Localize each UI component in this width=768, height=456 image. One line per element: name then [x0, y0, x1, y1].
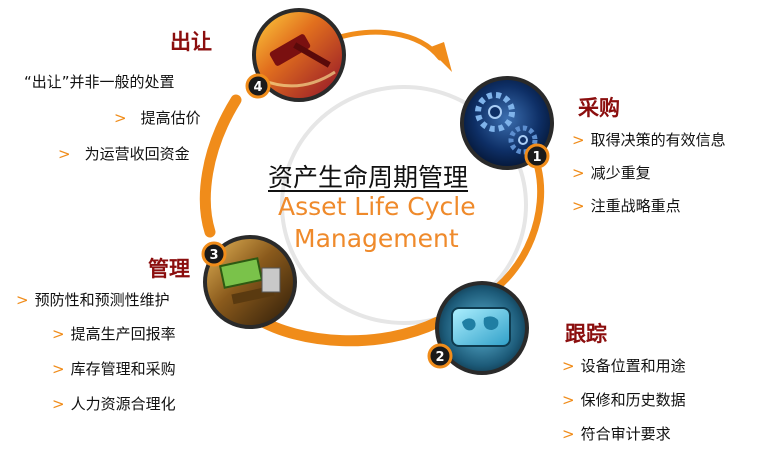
stage-3-item-2-text: 提高生产回报率 [70, 325, 176, 343]
arrow-track-to-manage [250, 312, 444, 347]
stage-2-item-1: > 设备位置和用途 [562, 356, 686, 376]
stage-1-badge: 1 [524, 143, 550, 169]
bullet-glyph: > [52, 395, 65, 413]
arrow-purchase-to-track [476, 164, 545, 304]
bullet-glyph: > [52, 325, 65, 343]
stage-3-badge: 3 [201, 241, 227, 267]
stage-2-item-2: > 保修和历史数据 [562, 390, 686, 410]
bullet-glyph: > [52, 360, 65, 378]
stage-2-item-1-text: 设备位置和用途 [580, 357, 686, 375]
stage-4-badge: 4 [245, 73, 271, 99]
bullet-glyph: > [572, 131, 585, 149]
stage-1-item-2: > 减少重复 [572, 163, 651, 183]
world-map-screen-icon [435, 281, 529, 375]
stage-1-item-1: > 取得决策的有效信息 [572, 130, 726, 150]
stage-3-item-1-text: 预防性和预测性维护 [34, 291, 170, 309]
stage-2-item-3: > 符合审计要求 [562, 424, 671, 444]
bullet-glyph: > [562, 425, 575, 443]
stage-3-item-2: > 提高生产回报率 [52, 324, 176, 344]
stage-1-title: 采购 [578, 96, 620, 120]
bullet-glyph: > [572, 197, 585, 215]
bullet-glyph: > [16, 291, 29, 309]
arrow-head-top [428, 42, 452, 72]
stage-1-item-3: > 注重战略重点 [572, 196, 681, 216]
gavel-icon [252, 8, 346, 102]
stage-4-item-1: “出让”并非一般的处置 [24, 72, 175, 92]
stage-4-item-3: > 为运营收回资金 [58, 144, 190, 164]
inner-ring [280, 85, 528, 325]
arrow-manage-to-dispose [199, 94, 242, 238]
stage-2-item-2-text: 保修和历史数据 [580, 391, 686, 409]
stage-1-item-3-text: 注重战略重点 [590, 197, 681, 215]
stage-4-item-1-text: “出让”并非一般的处置 [24, 73, 175, 91]
bullet-glyph: > [114, 109, 127, 127]
bullet-glyph: > [572, 164, 585, 182]
stage-3-item-4-text: 人力资源合理化 [70, 395, 176, 413]
stage-1-number: 1 [532, 150, 541, 165]
stage-3-item-3-text: 库存管理和采购 [70, 360, 176, 378]
center-title-en-line1: Asset Life Cycle [278, 192, 476, 221]
stage-4-title: 出让 [170, 30, 212, 54]
bullet-glyph: > [562, 391, 575, 409]
stage-2-badge: 2 [427, 343, 453, 369]
stage-2-title: 跟踪 [565, 322, 607, 346]
bullet-glyph: > [58, 145, 71, 163]
stage-3-title: 管理 [148, 257, 190, 281]
stage-4-item-2-text: 提高估价 [140, 109, 201, 127]
machinery-icon [203, 235, 297, 329]
arrow-dispose-to-purchase [327, 29, 443, 61]
bullet-glyph: > [562, 357, 575, 375]
center-title-en-line2: Management [294, 224, 459, 253]
stage-3-item-3: > 库存管理和采购 [52, 359, 176, 379]
stage-1-item-2-text: 减少重复 [590, 164, 651, 182]
stage-4-item-3-text: 为运营收回资金 [84, 145, 190, 163]
stage-3-item-4: > 人力资源合理化 [52, 394, 176, 414]
stage-3-number: 3 [209, 248, 218, 263]
stage-4-number: 4 [253, 80, 262, 95]
stage-3-item-1: > 预防性和预测性维护 [16, 290, 170, 310]
center-title-cn: 资产生命周期管理 [268, 163, 469, 192]
stage-4-item-2: > 提高估价 [114, 108, 201, 128]
gears-icon [460, 76, 554, 170]
stage-2-item-3-text: 符合审计要求 [580, 425, 671, 443]
stage-1-item-1-text: 取得决策的有效信息 [590, 131, 726, 149]
stage-2-number: 2 [435, 350, 444, 365]
